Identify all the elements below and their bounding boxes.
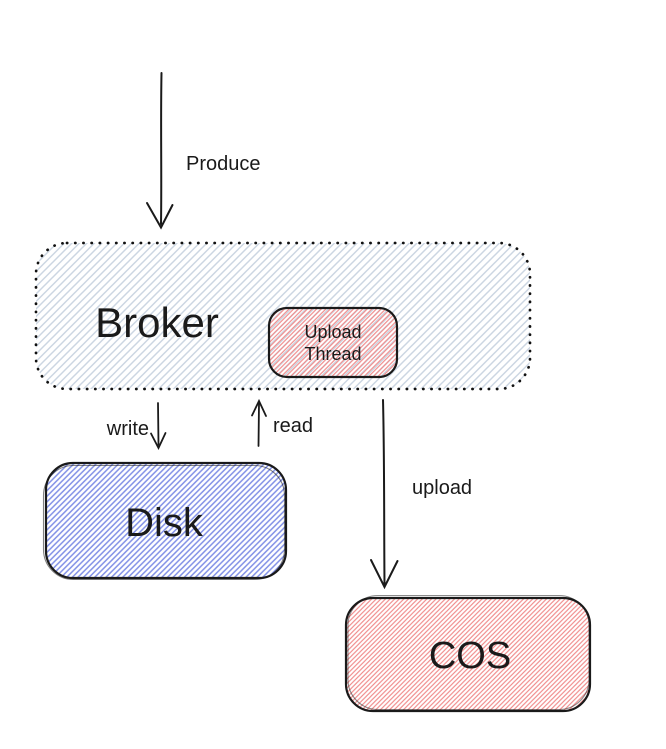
disk-label: Disk — [125, 501, 204, 545]
broker-label: Broker — [95, 299, 219, 346]
disk-node: Disk — [42, 461, 288, 581]
upload-thread-box — [267, 306, 399, 379]
cos-node: COS — [344, 594, 592, 713]
upload-thread-label-line2: Thread — [304, 344, 361, 364]
cos-box — [344, 596, 592, 713]
produce-edge-label: Produce — [186, 153, 261, 175]
disk-box-sketch-stroke — [42, 464, 286, 581]
cos-box-sketch-stroke — [347, 594, 590, 711]
write-arrow — [150, 402, 167, 451]
disk-box — [44, 461, 288, 580]
read-edge-label: read — [273, 415, 313, 437]
upload-edge-label: upload — [412, 477, 472, 499]
upload-thread-node: Upload Thread — [267, 306, 399, 379]
write-edge-label: write — [106, 418, 149, 440]
upload-arrow — [370, 399, 399, 590]
cos-label: COS — [429, 635, 511, 677]
upload-thread-label-line1: Upload — [304, 322, 361, 342]
broker-node: Broker Upload Thread — [34, 241, 532, 391]
read-arrow — [251, 398, 267, 447]
produce-arrow — [146, 72, 174, 230]
